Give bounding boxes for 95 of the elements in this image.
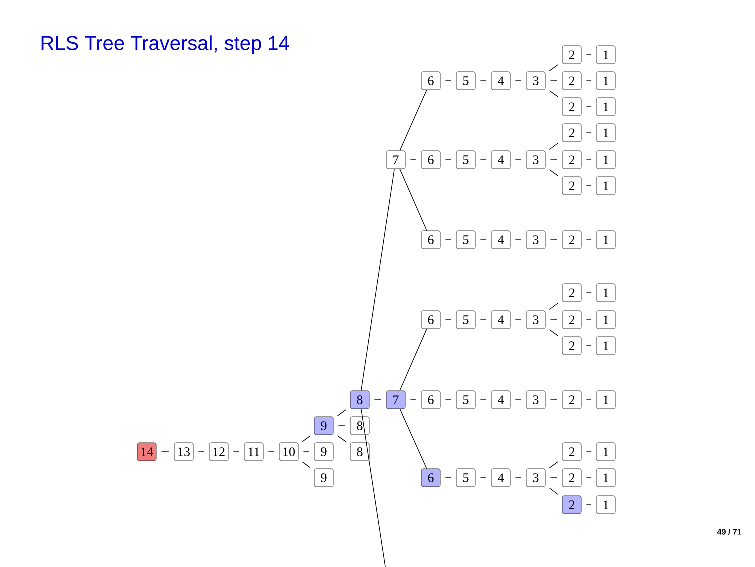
number-box: 2 [562,442,582,462]
number-box: 2 [562,310,582,330]
number-box: 6 [421,72,441,90]
number-box: 5 [456,150,476,170]
number-box: 1 [596,310,616,330]
number-box: 3 [526,72,546,90]
number-box: 3 [526,310,546,330]
connector-line [400,90,428,152]
number-box: 8 [350,416,370,436]
number-box: 2 [562,124,582,142]
connector-line [400,408,428,470]
connector-line [549,302,559,310]
number-box: 9 [314,442,334,462]
connector-line [586,106,592,108]
number-box: 2 [562,46,582,64]
number-box: 4 [491,230,511,250]
number-box: 3 [526,230,546,250]
connector-line [445,80,452,82]
number-box: 1 [596,98,616,116]
number-box: 1 [596,496,616,514]
connector-line [586,292,592,294]
connector-line [361,408,386,567]
number-box: 9 [314,468,334,488]
connector-line [302,436,311,442]
connector-line [550,80,558,82]
number-box: 2 [562,390,582,410]
connector-line [586,504,592,506]
connector-line [549,90,559,98]
number-box: 1 [596,46,616,64]
number-box: 9 [314,416,334,436]
number-box: 1 [596,442,616,462]
number-box: 5 [456,230,476,250]
number-box: 8 [350,390,370,410]
number-box: 1 [596,390,616,410]
number-box: 4 [491,468,511,488]
connector-line [400,328,428,392]
number-box: 2 [562,284,582,302]
connector-line [515,80,522,82]
number-box: 6 [421,468,441,488]
number-box: 2 [562,72,582,90]
number-box: 4 [491,72,511,90]
connector-line [586,54,592,56]
number-box: 2 [562,176,582,196]
number-box: 1 [596,468,616,488]
number-box: 7 [386,150,406,170]
number-box: 2 [562,98,582,116]
number-box: 1 [596,72,616,90]
connector-line [549,170,559,176]
connector-line [302,462,311,468]
number-box: 11 [244,442,264,462]
number-box: 5 [456,390,476,410]
number-box: 4 [491,150,511,170]
number-box: 5 [456,468,476,488]
connector-line [586,80,592,82]
number-box: 6 [421,390,441,410]
number-box: 1 [596,150,616,170]
number-box: 3 [526,150,546,170]
number-box: 6 [421,150,441,170]
number-box: 12 [209,442,229,462]
connector-line [337,410,347,416]
number-box: 1 [596,124,616,142]
connector-line [549,462,559,468]
number-box: 1 [596,284,616,302]
number-box: 4 [491,310,511,330]
number-box: 5 [456,310,476,330]
connector-line [549,142,559,150]
number-box: 1 [596,230,616,250]
number-box: 2 [562,468,582,488]
number-box: 7 [386,390,406,410]
number-box: 3 [526,468,546,488]
number-box: 2 [562,150,582,170]
connector-line [586,132,592,134]
number-box: 6 [421,230,441,250]
number-box: 10 [279,442,299,462]
page-number: 49 / 71 [717,529,742,535]
number-box: 4 [491,390,511,410]
number-box: 6 [421,310,441,330]
connector-line [361,168,395,392]
number-box: 2 [562,336,582,356]
number-box: 1 [596,176,616,196]
connector-line [549,64,559,72]
connector-line [400,168,428,232]
connector-line [549,330,559,336]
number-box: 5 [456,72,476,90]
number-box: 1 [596,336,616,356]
connector-line [337,436,347,442]
slide-title: RLS Tree Traversal, step 14 [42,36,290,54]
connector-line [480,80,487,82]
number-box: 2 [562,496,582,514]
number-box: 2 [562,230,582,250]
number-box: 3 [526,390,546,410]
number-box: 13 [174,442,194,462]
connector-line [549,488,559,496]
number-box: 8 [350,442,370,462]
number-box: 14 [137,442,157,462]
